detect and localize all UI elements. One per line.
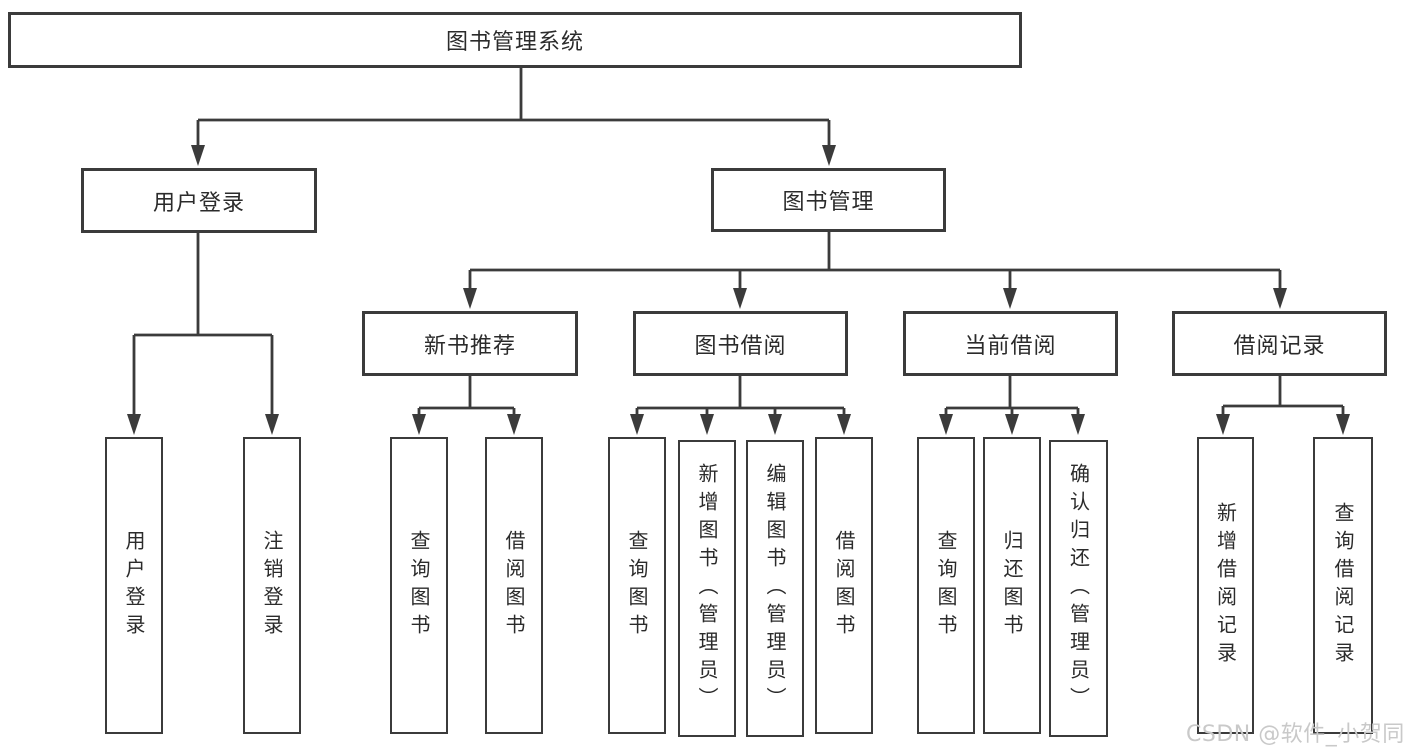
arrow-icon <box>1071 414 1085 435</box>
arrow-icon <box>265 414 279 435</box>
arrow-icon <box>1273 288 1287 309</box>
node-leaf-query-books-borrowing: 查询图书 <box>608 437 666 734</box>
connector-root-to-level2 <box>196 68 831 147</box>
arrow-icon <box>1005 414 1019 435</box>
connector-new-book-to-leaves <box>417 376 516 416</box>
arrow-icon <box>733 288 747 309</box>
node-current-borrowing: 当前借阅 <box>903 311 1118 376</box>
arrow-icon <box>630 414 644 435</box>
node-leaf-return-books: 归还图书 <box>983 437 1041 734</box>
arrow-icon <box>1216 414 1230 435</box>
connector-book-management-to-level3 <box>468 232 1282 290</box>
node-leaf-add-borrow-record: 新增借阅记录 <box>1197 437 1254 734</box>
node-leaf-add-books-admin: 新增图书（管理员） <box>678 440 736 737</box>
node-leaf-query-borrow-record: 查询借阅记录 <box>1313 437 1373 734</box>
node-leaf-query-books-current: 查询图书 <box>917 437 975 734</box>
arrow-icon <box>412 414 426 435</box>
arrow-icon <box>837 414 851 435</box>
arrow-icon <box>1003 288 1017 309</box>
node-leaf-logout: 注销登录 <box>243 437 301 734</box>
arrow-icon <box>768 414 782 435</box>
node-leaf-confirm-return-admin: 确认归还（管理员） <box>1049 440 1108 737</box>
csdn-watermark: CSDN @软件_小贺同学 <box>1186 722 1405 747</box>
connector-user-login-to-leaves <box>132 233 274 416</box>
node-borrowing-records: 借阅记录 <box>1172 311 1387 376</box>
arrow-icon <box>127 414 141 435</box>
arrow-icon <box>191 145 205 166</box>
node-leaf-edit-books-admin: 编辑图书（管理员） <box>746 440 804 737</box>
node-leaf-borrow-books-recommend: 借阅图书 <box>485 437 543 734</box>
node-leaf-user-login: 用户登录 <box>105 437 163 734</box>
connector-book-borrow-to-leaves <box>635 376 846 416</box>
arrow-icon <box>822 145 836 166</box>
connector-borrow-record-to-leaves <box>1221 376 1345 416</box>
connector-current-borrow-to-leaves <box>944 376 1080 416</box>
node-book-borrowing: 图书借阅 <box>633 311 848 376</box>
arrow-icon <box>507 414 521 435</box>
arrow-icon <box>463 288 477 309</box>
node-library-management-system: 图书管理系统 <box>8 12 1022 68</box>
node-leaf-query-books-recommend: 查询图书 <box>390 437 448 734</box>
node-user-login: 用户登录 <box>81 168 317 233</box>
arrow-icon <box>1336 414 1350 435</box>
node-new-book-recommend: 新书推荐 <box>362 311 578 376</box>
arrow-icon <box>939 414 953 435</box>
arrow-icon <box>700 414 714 435</box>
node-book-management: 图书管理 <box>711 168 946 232</box>
node-leaf-borrow-books-borrowing: 借阅图书 <box>815 437 873 734</box>
